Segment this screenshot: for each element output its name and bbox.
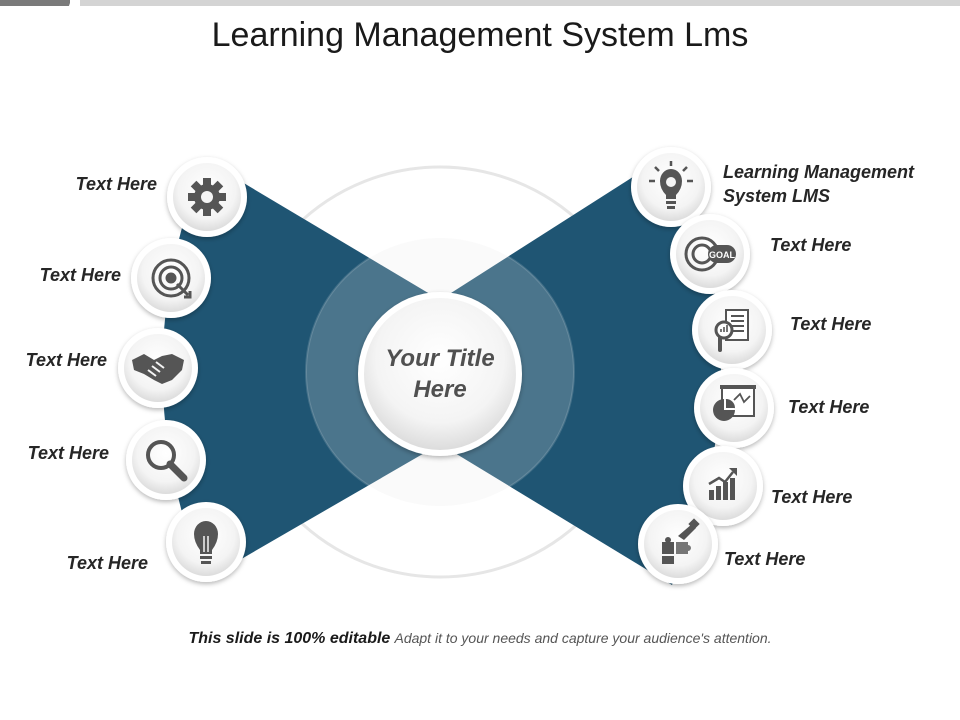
right-label-5: Text Here bbox=[771, 487, 853, 507]
right-label-2: Text Here bbox=[770, 235, 852, 255]
right-label-4: Text Here bbox=[788, 397, 870, 417]
top-bar-light bbox=[80, 0, 960, 6]
lightbulb-icon bbox=[194, 521, 218, 564]
target-icon bbox=[151, 258, 192, 299]
magnifier-icon bbox=[146, 440, 188, 482]
slide-title: Learning Management System Lms bbox=[211, 16, 749, 54]
right-label-3: Text Here bbox=[790, 314, 872, 334]
footer-note: This slide is 100% editable Adapt it to … bbox=[0, 630, 960, 648]
left-label-4: Text Here bbox=[27, 443, 109, 463]
goal-target-icon: GOAL bbox=[684, 236, 736, 272]
report-search-icon bbox=[714, 309, 749, 352]
footer-bold: This slide is 100% editable bbox=[188, 630, 391, 647]
handshake-icon bbox=[132, 354, 184, 384]
right-wing bbox=[440, 152, 721, 585]
lightbulb-gear-icon bbox=[649, 161, 693, 209]
footer-normal: Adapt it to your needs and capture your … bbox=[394, 630, 772, 646]
right-label-1: Learning Management System LMS bbox=[723, 162, 915, 206]
left-wing bbox=[162, 160, 440, 580]
gear-icon bbox=[188, 178, 226, 216]
left-label-3: Text Here bbox=[25, 350, 107, 370]
growth-chart-icon bbox=[708, 468, 737, 500]
center-title: Your Title Here bbox=[385, 345, 495, 403]
left-label-5: Text Here bbox=[66, 553, 148, 573]
svg-text:GOAL: GOAL bbox=[709, 250, 736, 260]
left-label-2: Text Here bbox=[39, 265, 121, 285]
top-bar-dark bbox=[0, 0, 70, 6]
right-label-6: Text Here bbox=[724, 549, 806, 569]
presentation-chart-icon bbox=[713, 385, 756, 421]
left-label-1: Text Here bbox=[75, 174, 157, 194]
